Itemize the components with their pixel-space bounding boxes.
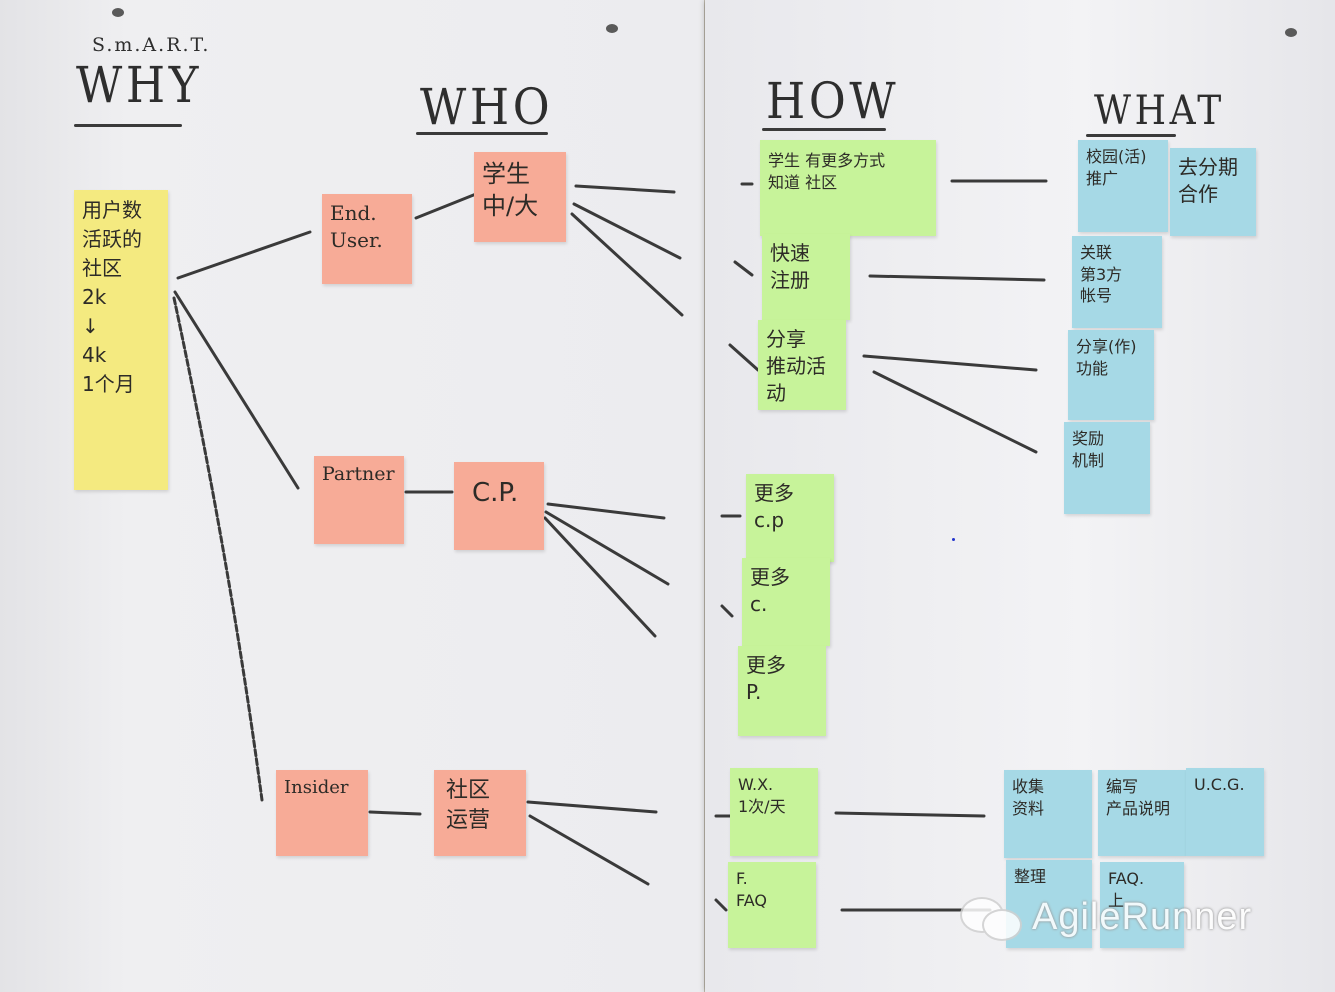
pin-hole (112, 8, 124, 17)
what-note-share-feature: 分享(作) 功能 (1068, 330, 1154, 420)
watermark-text: AgileRunner (1032, 895, 1253, 938)
what-note-campus-promo: 校园(活) 推广 (1078, 140, 1168, 232)
how-note-share-drive: 分享 推动活动 (758, 320, 846, 410)
connector-line (543, 516, 657, 638)
heading-underline (74, 124, 182, 127)
who-note-end-user: End. User. (322, 194, 412, 284)
heading-who: WHO (420, 78, 554, 136)
connector-line (720, 604, 734, 618)
what-note-faq2: FAQ. 上 (1100, 862, 1184, 948)
how-note-wx: W.X. 1次/天 (730, 768, 818, 856)
what-note-reward: 奖励 机制 (1064, 422, 1150, 514)
who-note-insider: Insider (276, 770, 368, 856)
connector-line (872, 370, 1038, 454)
ink-dot (952, 538, 955, 541)
what-note-third-party: 关联 第3方 帐号 (1072, 236, 1162, 328)
how-note-student-more-ways: 学生 有更多方式 知道 社区 (760, 140, 936, 236)
how-note-faq: F. FAQ (728, 862, 816, 948)
connector-line (414, 192, 478, 220)
connector-line (544, 510, 670, 586)
what-note-ucg: U.C.G. (1186, 768, 1264, 856)
who-note-student: 学生 中/大 (474, 152, 566, 242)
heading-why: WHY (76, 56, 203, 114)
connector-line (733, 260, 754, 277)
heading-underline (416, 132, 548, 135)
connector-line (528, 814, 650, 886)
connector-line (546, 502, 666, 520)
who-note-partner: Partner (314, 456, 404, 544)
how-note-more-c: 更多 c. (742, 558, 830, 646)
heading-how: HOW (766, 72, 900, 130)
connector-line (570, 212, 684, 317)
what-note-collect: 收集 资料 (1004, 770, 1092, 858)
smart-label: S.m.A.R.T. (92, 34, 211, 56)
wechat-icon (960, 893, 1022, 941)
connector-line (714, 898, 728, 912)
connector-line (868, 274, 1046, 282)
connector-line (572, 202, 682, 260)
heading-underline (1086, 134, 1176, 137)
how-note-more-p: 更多 P. (738, 646, 826, 736)
connector-line (526, 800, 658, 814)
pin-hole (1285, 28, 1297, 37)
connector-line (172, 296, 264, 802)
what-note-installment: 去分期 合作 (1170, 148, 1256, 236)
connector-line (173, 290, 300, 490)
connector-line (176, 230, 312, 280)
connector-line (728, 343, 760, 372)
watermark: AgileRunner (960, 893, 1252, 941)
connector-line (574, 184, 676, 194)
heading-what: WHAT (1094, 88, 1225, 134)
connector-line (368, 810, 422, 816)
what-note-write-manual: 编写 产品说明 (1098, 770, 1186, 856)
why-note-user-count: 用户数 活跃的 社区 2k ↓ 4k 1个月 (74, 190, 168, 490)
connector-line (834, 811, 986, 818)
connector-line (862, 354, 1038, 372)
pin-hole (606, 24, 618, 33)
how-note-quick-register: 快速 注册 (762, 234, 850, 320)
who-note-community-ops: 社区 运营 (434, 770, 526, 856)
who-note-cp: C.P. (454, 462, 544, 550)
what-note-organize: 整理 (1006, 860, 1092, 948)
how-note-more-cp: 更多 c.p (746, 474, 834, 562)
heading-underline (762, 128, 886, 131)
